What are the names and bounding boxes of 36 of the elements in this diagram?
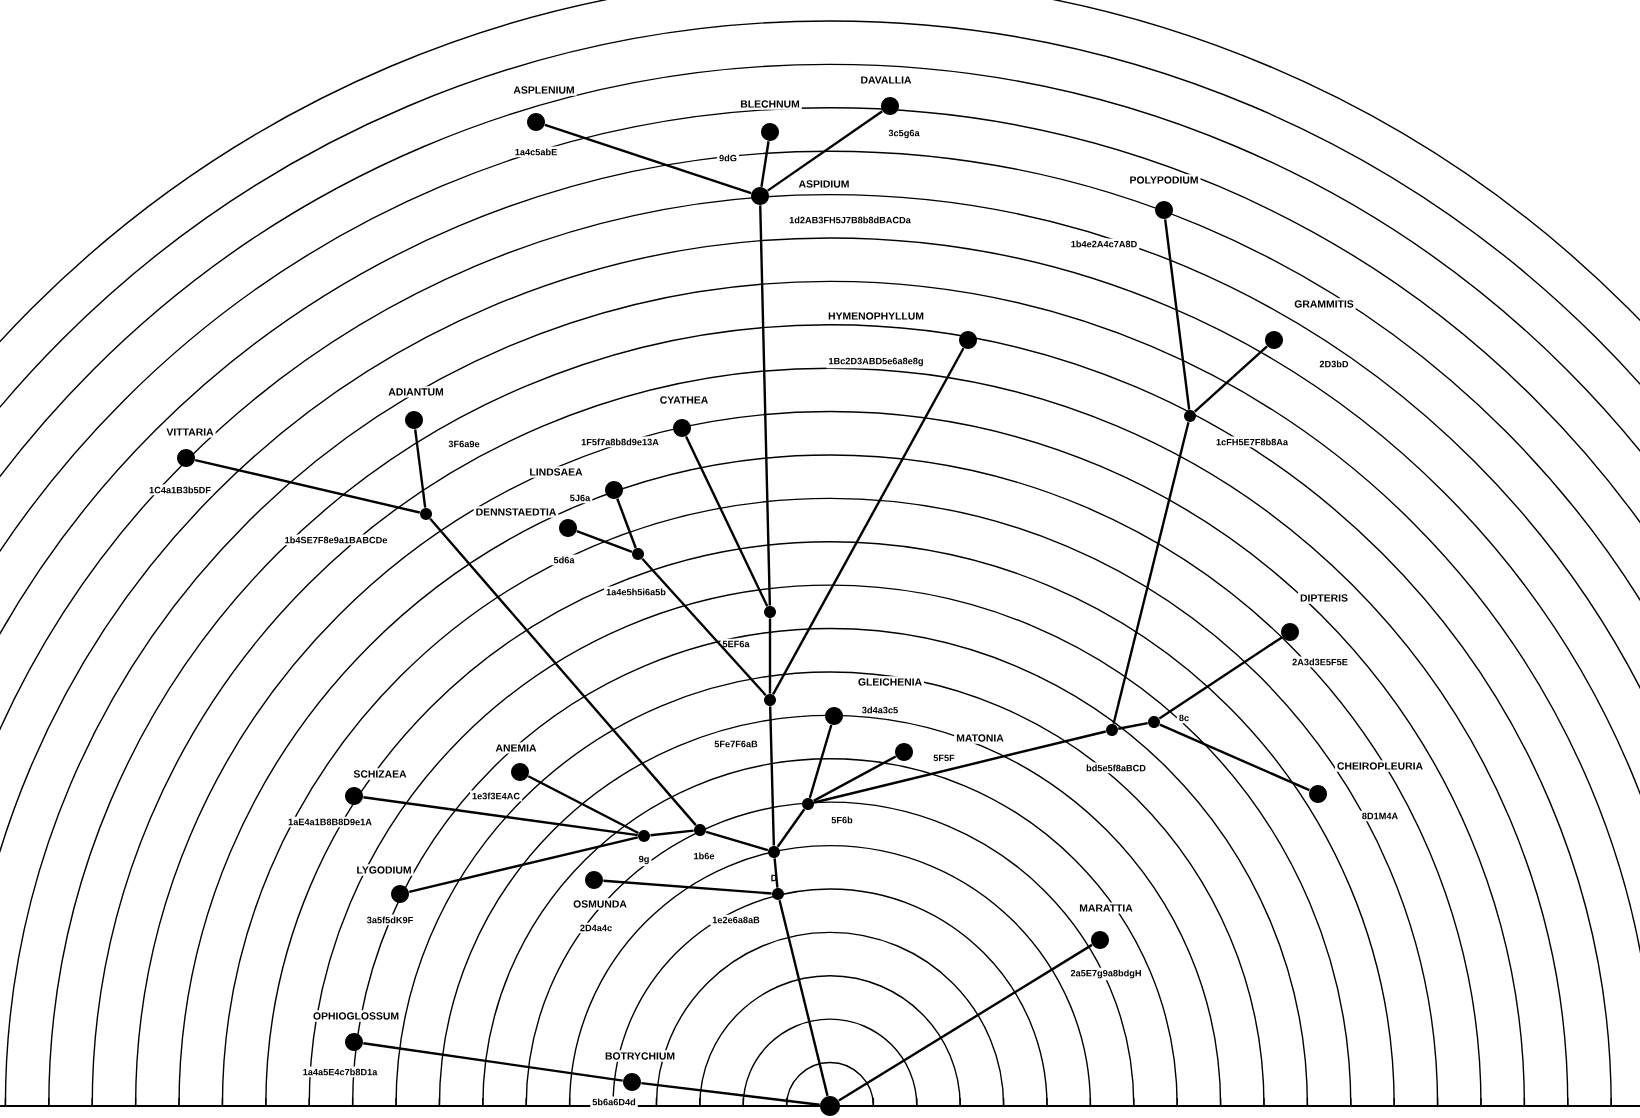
branch-line bbox=[759, 205, 772, 606]
branch-line bbox=[1112, 421, 1190, 725]
branch-line bbox=[363, 1042, 623, 1082]
branch-line bbox=[544, 123, 752, 195]
branch-line bbox=[527, 775, 639, 835]
branch-line bbox=[1159, 723, 1310, 792]
branch-line bbox=[414, 429, 427, 508]
branch-line bbox=[767, 110, 883, 192]
branch-line bbox=[768, 618, 772, 694]
branch-line bbox=[408, 836, 639, 893]
branch-line bbox=[773, 858, 779, 888]
root-point bbox=[820, 1095, 840, 1116]
branch-line bbox=[1193, 345, 1268, 413]
branch-line bbox=[641, 1081, 820, 1106]
branch-line bbox=[576, 530, 633, 553]
branch-line bbox=[772, 347, 965, 695]
branch-line bbox=[603, 879, 772, 895]
branch-line bbox=[1158, 636, 1283, 720]
branch-line bbox=[769, 706, 776, 846]
branch-line bbox=[429, 518, 697, 826]
branch-line bbox=[684, 435, 769, 607]
branch-line bbox=[776, 808, 806, 848]
branch-line bbox=[778, 899, 829, 1097]
branch-line bbox=[194, 458, 421, 514]
branch-line bbox=[363, 796, 638, 837]
branch-line bbox=[838, 943, 1093, 1102]
branch-line bbox=[641, 557, 767, 697]
branch-line bbox=[808, 724, 833, 799]
branch-line bbox=[813, 730, 1107, 804]
branch-line bbox=[650, 829, 694, 837]
branch-line bbox=[1164, 219, 1191, 410]
branch-line bbox=[616, 498, 637, 549]
branch-line bbox=[760, 141, 770, 187]
branch-line bbox=[813, 755, 897, 802]
branch-line bbox=[705, 830, 769, 852]
branch-line bbox=[1118, 722, 1148, 730]
